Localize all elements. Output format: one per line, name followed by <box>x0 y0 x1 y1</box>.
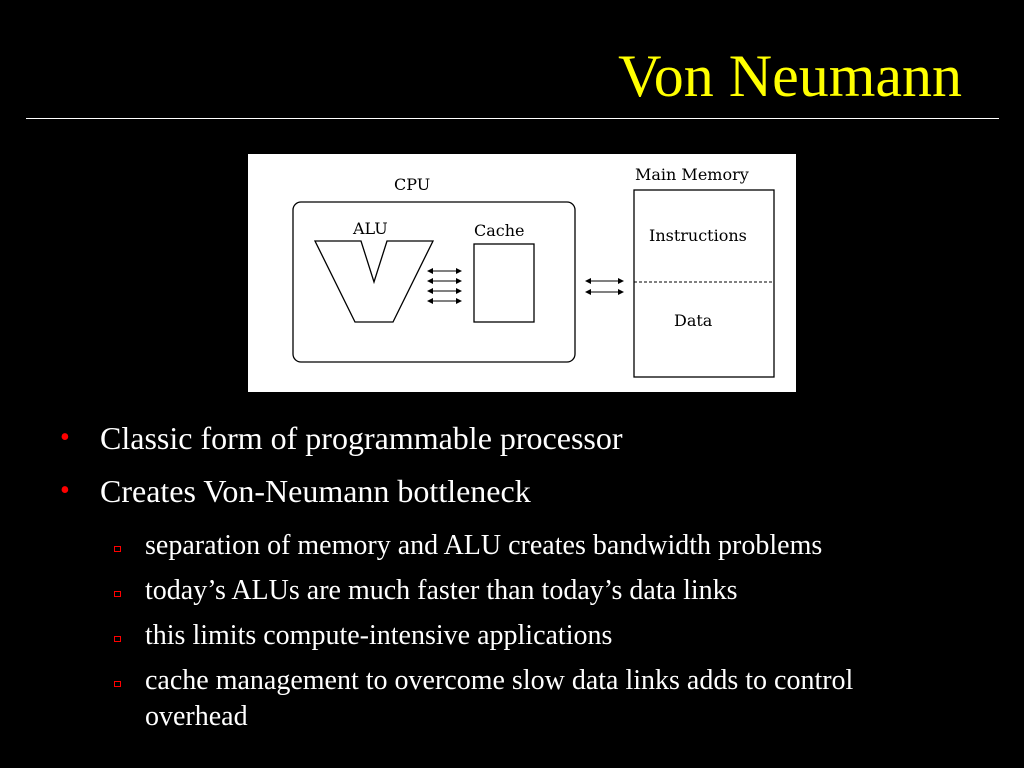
title-divider <box>26 118 999 119</box>
bullet-dot-icon: • <box>60 475 70 506</box>
slide-title: Von Neumann <box>618 43 962 109</box>
bullet-list: • Classic form of programmable processor… <box>56 420 1016 526</box>
sub-bullet-item: this limits compute-intensive applicatio… <box>56 618 1024 654</box>
alu-cache-arrows <box>427 268 462 304</box>
bullet-item: • Creates Von-Neumann bottleneck <box>56 473 1016 509</box>
bullet-text: Classic form of programmable processor <box>100 420 623 456</box>
sub-bullet-item: today’s ALUs are much faster than today’… <box>56 573 1024 609</box>
cache-label: Cache <box>474 221 525 240</box>
square-bullet-icon <box>114 546 121 552</box>
sub-bullet-item: cache management to overcome slow data l… <box>56 663 1024 735</box>
alu-shape <box>313 240 435 323</box>
bullet-dot-icon: • <box>60 422 70 453</box>
main-memory-label: Main Memory <box>635 165 749 184</box>
cpu-label: CPU <box>394 175 430 194</box>
square-bullet-icon <box>114 591 121 597</box>
square-bullet-icon <box>114 681 121 687</box>
sub-bullet-text: separation of memory and ALU creates ban… <box>145 530 823 561</box>
cpu-box <box>292 201 576 363</box>
von-neumann-diagram: CPU ALU Cache Main Memory Instructions D… <box>248 154 796 392</box>
diagram-background <box>248 154 796 392</box>
sub-bullet-text: today’s ALUs are much faster than today’… <box>145 575 738 606</box>
data-label: Data <box>674 311 713 330</box>
sub-bullet-item: separation of memory and ALU creates ban… <box>56 528 1024 564</box>
instructions-label: Instructions <box>649 226 747 245</box>
sub-bullet-text: cache management to overcome slow data l… <box>145 665 854 732</box>
sub-bullet-text: this limits compute-intensive applicatio… <box>145 620 613 651</box>
square-bullet-icon <box>114 636 121 642</box>
bullet-item: • Classic form of programmable processor <box>56 420 1016 456</box>
sub-bullet-list: separation of memory and ALU creates ban… <box>56 528 1024 744</box>
alu-label: ALU <box>352 219 388 238</box>
bullet-text: Creates Von-Neumann bottleneck <box>100 473 531 509</box>
main-memory-box <box>633 189 775 378</box>
cpu-memory-arrows <box>585 278 624 295</box>
cache-box <box>473 243 535 323</box>
